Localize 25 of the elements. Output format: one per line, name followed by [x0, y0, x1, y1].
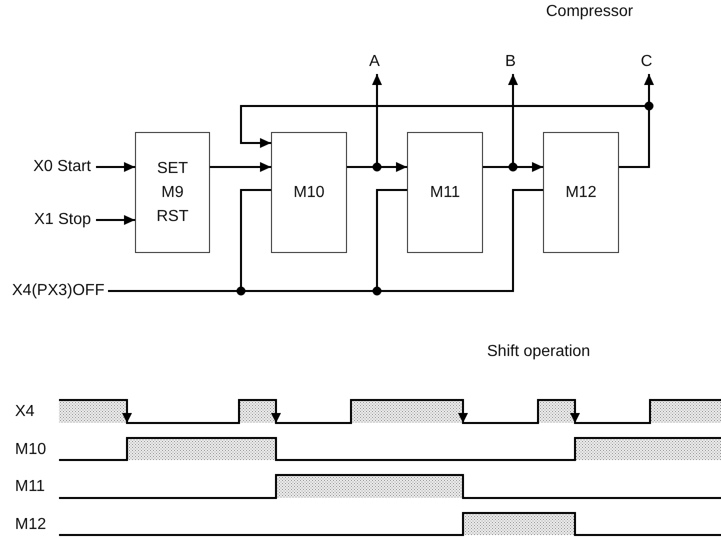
box-label: M12 — [565, 182, 597, 202]
signal-label: M12 — [15, 516, 46, 534]
signal-label: C — [641, 50, 657, 74]
connector-arrow — [96, 162, 135, 172]
process-box — [543, 132, 619, 253]
box-label: M10 — [293, 182, 325, 202]
signal-label: B — [505, 50, 521, 74]
signal-label: X4 — [15, 403, 35, 421]
process-box — [407, 132, 483, 253]
signal-label: X4(PX3)OFF — [12, 281, 108, 301]
diagram-heading: Compressor — [546, 3, 634, 21]
box-label: SET — [156, 158, 188, 178]
box-label: RST — [156, 206, 188, 226]
signal-label: M11 — [15, 478, 45, 496]
signal-label: X0 Start — [4, 157, 96, 177]
box-label: M9 — [161, 182, 184, 202]
diagram-heading: Shift operation — [487, 343, 590, 361]
process-box — [271, 132, 347, 253]
connector-arrow — [96, 215, 135, 225]
box-label: M11 — [430, 182, 460, 202]
process-box — [135, 132, 210, 253]
signal-label: M10 — [15, 441, 46, 459]
signal-label: A — [369, 50, 385, 74]
connector-arrow — [210, 162, 271, 172]
signal-label: X1 Stop — [4, 210, 96, 230]
